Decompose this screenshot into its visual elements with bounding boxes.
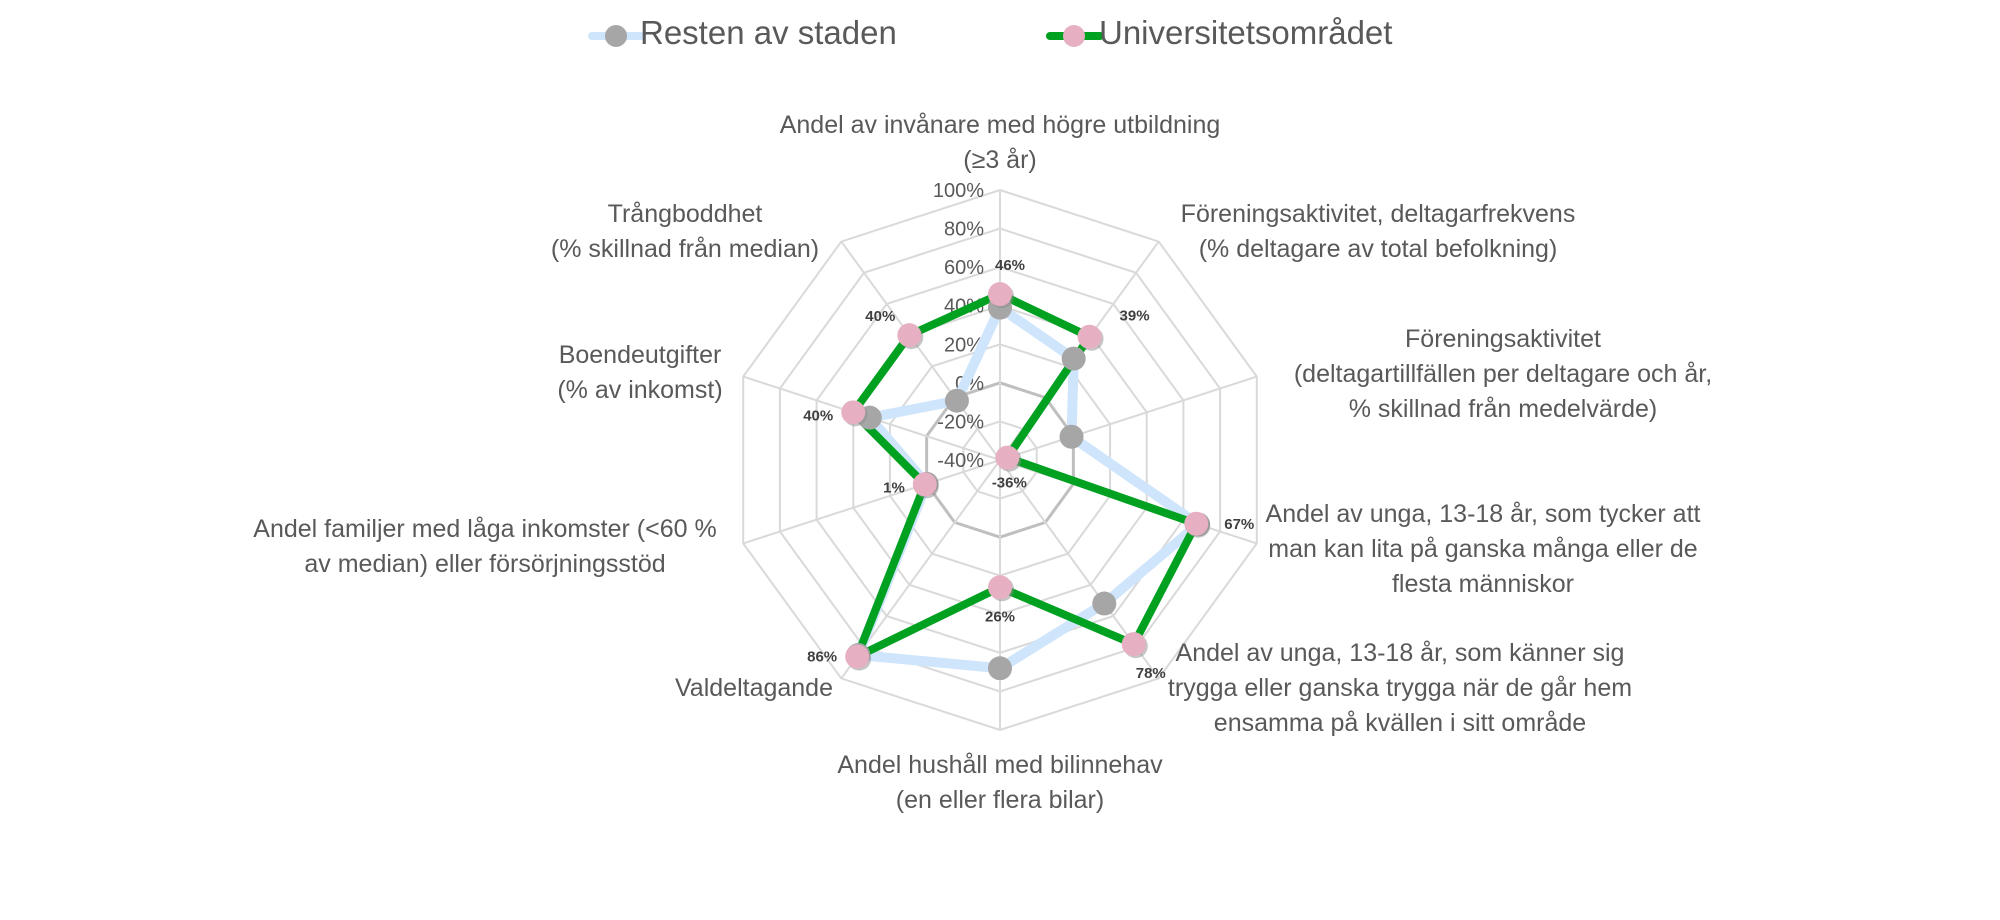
category-label: Valdeltagande (675, 671, 833, 706)
data-label: 86% (807, 649, 837, 666)
category-label-line: av median) eller försörjningsstöd (304, 550, 666, 578)
data-label: 39% (1120, 308, 1150, 325)
data-point-universitet (845, 644, 870, 669)
legend-swatches (588, 25, 1104, 47)
legend-marker-resten (605, 25, 627, 47)
tick-label: -20% (937, 411, 984, 433)
data-label: 40% (865, 308, 895, 325)
category-label: Boendeutgifter (% av inkomst) (557, 338, 722, 408)
category-label-line: Andel hushåll med bilinnehav (837, 751, 1163, 779)
data-point-resten (1061, 346, 1086, 371)
category-label: Föreningsaktivitet, deltagarfrekvens (% d… (1181, 197, 1576, 267)
data-point-universitet (1077, 324, 1102, 349)
data-point-resten (1092, 591, 1117, 616)
data-point-universitet (988, 282, 1012, 307)
category-label: Trångboddhet (% skillnad från median) (551, 197, 819, 267)
category-label-line: (% deltagare av total befolkning) (1198, 235, 1558, 263)
category-label-line: Föreningsaktivitet (1405, 325, 1601, 353)
category-label: Andel familjer med låga inkomster (<60 %… (253, 512, 716, 582)
data-point-universitet (1184, 511, 1209, 536)
axis-spoke (840, 240, 1001, 461)
data-point-universitet (912, 472, 937, 497)
axis-spoke (999, 375, 1258, 461)
tick-label: 20% (944, 334, 984, 356)
category-label-line: man kan lita på ganska många eller de (1268, 535, 1698, 563)
tick-label: 80% (944, 219, 984, 241)
tick-label: 60% (944, 257, 984, 279)
category-label-line: % skillnad från medelvärde) (1348, 395, 1658, 423)
category-label: Andel av unga, 13-18 år, som känner sig t… (1168, 636, 1632, 741)
data-point-universitet (841, 400, 866, 425)
category-label-line: ensamma på kvällen i sitt område (1213, 709, 1587, 737)
axis-spoke (742, 459, 1001, 545)
legend-label-resten: Resten av staden (640, 14, 897, 51)
category-label-line: trygga eller ganska trygga när de går he… (1167, 674, 1633, 702)
category-label-line: (% skillnad från median) (550, 235, 820, 263)
data-label: 46% (995, 257, 1025, 274)
category-label-line: Trångboddhet (607, 200, 763, 228)
data-label: 67% (1224, 516, 1254, 533)
data-point-universitet (995, 445, 1020, 470)
data-label: 78% (1136, 665, 1166, 682)
data-point-resten (988, 656, 1012, 681)
category-label-line: (≥3 år) (963, 146, 1037, 174)
data-label: 26% (985, 608, 1015, 625)
data-point-universitet (1121, 632, 1146, 657)
data-point-resten (1059, 424, 1084, 449)
category-label: Föreningsaktivitet (deltagartillfällen pe… (1294, 322, 1712, 427)
category-label-line: (deltagartillfällen per deltagare och år… (1293, 360, 1713, 388)
category-label-line: (en eller flera bilar) (895, 786, 1105, 814)
data-label: -36% (992, 475, 1027, 492)
category-label-line: (% av inkomst) (557, 376, 723, 404)
category-label-line: Föreningsaktivitet, deltagarfrekvens (1180, 200, 1576, 228)
category-label-line: Andel familjer med låga inkomster (<60 % (253, 515, 717, 543)
tick-label: 100% (933, 180, 984, 202)
category-label: Andel hushåll med bilinnehav (en eller fl… (837, 748, 1162, 818)
data-point-resten (944, 388, 969, 413)
category-label-line: Boendeutgifter (558, 341, 722, 369)
legend-marker-universitet (1063, 25, 1085, 47)
data-point-universitet (897, 323, 922, 348)
category-label-line: Andel av invånare med högre utbildning (779, 111, 1221, 139)
category-label: Andel av invånare med högre utbildning (≥… (780, 108, 1221, 178)
legend-label-universitet: Universitetsområdet (1099, 14, 1393, 51)
data-label: 1% (883, 479, 905, 496)
data-point-universitet (988, 575, 1012, 600)
category-label-line: Andel av unga, 13-18 år, som tycker att (1265, 500, 1701, 528)
category-label: Andel av unga, 13-18 år, som tycker att m… (1266, 497, 1701, 602)
category-label-line: Valdeltagande (674, 674, 833, 702)
category-label-line: Andel av unga, 13-18 år, som känner sig (1175, 639, 1625, 667)
tick-label: -40% (937, 450, 984, 472)
data-label: 40% (803, 407, 833, 424)
category-label-line: flesta människor (1391, 570, 1575, 598)
